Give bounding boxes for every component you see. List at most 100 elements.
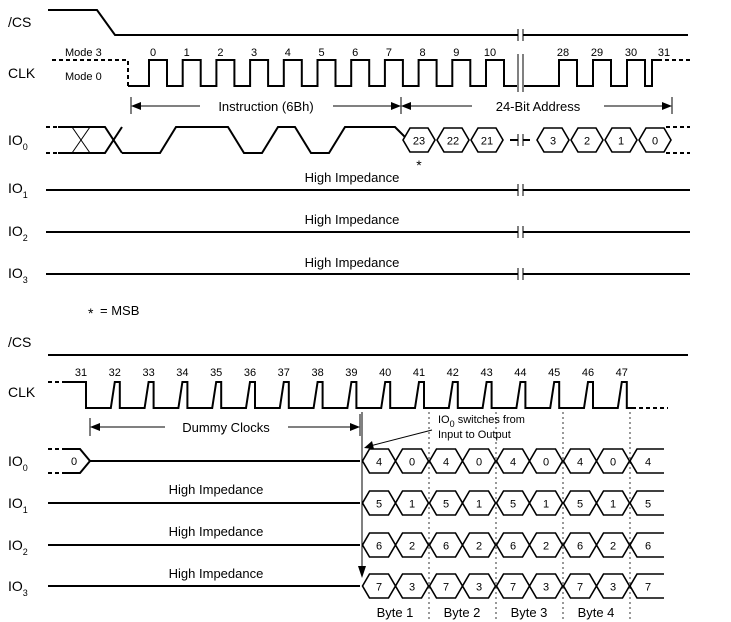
mode3-label: Mode 3 bbox=[65, 47, 102, 59]
output-start-arrow bbox=[358, 412, 366, 578]
top-io2-label: IO2 bbox=[8, 223, 28, 243]
data-bit-hex: 7 bbox=[562, 573, 598, 599]
address-bit-hex: 23 bbox=[402, 127, 436, 153]
top-io3-high-impedance: High Impedance bbox=[305, 255, 400, 270]
data-bit-value: 7 bbox=[645, 582, 651, 594]
msb-marker: * bbox=[416, 157, 422, 173]
data-bit-hex: 2 bbox=[394, 532, 430, 558]
address-bit-hex: 3 bbox=[536, 127, 570, 153]
msb-legend: * = MSB bbox=[88, 303, 139, 321]
bottom-clock-number: 46 bbox=[582, 367, 594, 379]
data-bit-value: 5 bbox=[376, 499, 382, 511]
data-bit-hex: 0 bbox=[394, 448, 430, 474]
data-bit-value: 4 bbox=[645, 457, 651, 469]
bottom-io1-high-impedance: High Impedance bbox=[169, 482, 264, 497]
byte-labels: Byte 1 Byte 2 Byte 3 Byte 4 bbox=[377, 605, 615, 620]
bottom-io2-label: IO2 bbox=[8, 537, 28, 557]
top-cs-waveform bbox=[48, 9, 688, 36]
top-clock-number: 30 bbox=[625, 47, 637, 59]
address-bit-value: 0 bbox=[652, 136, 658, 148]
data-bit-hex: 5 bbox=[495, 490, 531, 516]
data-bit-hex: 7 bbox=[428, 573, 464, 599]
data-bit-value: 6 bbox=[376, 541, 382, 553]
data-bit-tail: 4 bbox=[629, 448, 664, 474]
data-bit-hex: 6 bbox=[562, 532, 598, 558]
byte-1-label: Byte 1 bbox=[377, 605, 414, 620]
top-io1-high-impedance: High Impedance bbox=[305, 170, 400, 185]
top-clock-number: 0 bbox=[150, 47, 156, 59]
data-bit-value: 6 bbox=[510, 541, 516, 553]
byte-4-label: Byte 4 bbox=[578, 605, 615, 620]
bottom-io3-high-impedance: High Impedance bbox=[169, 566, 264, 581]
bottom-clk-label: CLK bbox=[8, 384, 36, 400]
data-bit-hex: 2 bbox=[528, 532, 564, 558]
top-clock-number: 9 bbox=[453, 47, 459, 59]
data-bit-value: 0 bbox=[610, 457, 616, 469]
top-clock-number: 10 bbox=[484, 47, 496, 59]
data-bit-tail: 6 bbox=[629, 532, 664, 558]
io0-switch-note-line2: Input to Output bbox=[438, 429, 511, 441]
bottom-clock-number: 32 bbox=[109, 367, 121, 379]
data-bit-value: 3 bbox=[409, 582, 415, 594]
mode0-label: Mode 0 bbox=[65, 71, 102, 83]
mode3-idle-line bbox=[52, 59, 129, 86]
data-bit-value: 3 bbox=[476, 582, 482, 594]
instruction-label: Instruction (6Bh) bbox=[218, 99, 313, 114]
byte-2-label: Byte 2 bbox=[444, 605, 481, 620]
byte-3-label: Byte 3 bbox=[511, 605, 548, 620]
data-bit-value: 1 bbox=[543, 499, 549, 511]
top-clock-number: 8 bbox=[420, 47, 426, 59]
data-bit-value: 1 bbox=[476, 499, 482, 511]
bottom-clock-number: 34 bbox=[176, 367, 188, 379]
data-bit-hex: 4 bbox=[361, 448, 397, 474]
top-io3-waveform bbox=[46, 268, 690, 280]
data-bit-value: 4 bbox=[577, 457, 583, 469]
data-bit-hex: 0 bbox=[461, 448, 497, 474]
bottom-clock-number: 42 bbox=[447, 367, 459, 379]
data-bit-value: 4 bbox=[443, 457, 449, 469]
top-clock-number: 7 bbox=[386, 47, 392, 59]
data-bit-hex: 6 bbox=[495, 532, 531, 558]
data-bit-value: 2 bbox=[409, 541, 415, 553]
bottom-clock-number: 35 bbox=[210, 367, 222, 379]
data-bit-hex: 5 bbox=[562, 490, 598, 516]
top-clock-number: 5 bbox=[318, 47, 324, 59]
bottom-clock-number: 38 bbox=[311, 367, 323, 379]
data-bit-hex: 1 bbox=[595, 490, 631, 516]
data-bit-hex: 1 bbox=[461, 490, 497, 516]
legend-text: = MSB bbox=[100, 303, 139, 318]
data-bit-value: 5 bbox=[577, 499, 583, 511]
top-io1-waveform bbox=[46, 184, 690, 196]
top-io2-high-impedance: High Impedance bbox=[305, 212, 400, 227]
address-bit-value: 3 bbox=[550, 136, 556, 148]
data-bit-tail: 5 bbox=[629, 490, 664, 516]
address-bit-hex: 0 bbox=[638, 127, 672, 153]
data-bit-hex: 1 bbox=[528, 490, 564, 516]
data-bit-value: 1 bbox=[610, 499, 616, 511]
bottom-cs-label: /CS bbox=[8, 334, 31, 350]
data-bit-value: 5 bbox=[645, 499, 651, 511]
address-bit-value: 1 bbox=[618, 136, 624, 148]
data-bit-hex: 0 bbox=[528, 448, 564, 474]
top-io0-label: IO0 bbox=[8, 132, 28, 152]
bottom-clock-number: 37 bbox=[278, 367, 290, 379]
top-clock-number: 3 bbox=[251, 47, 257, 59]
data-bit-value: 6 bbox=[577, 541, 583, 553]
top-io0-instruction-waveform bbox=[46, 126, 409, 154]
top-clock-number: 1 bbox=[184, 47, 190, 59]
data-bit-hex: 2 bbox=[461, 532, 497, 558]
data-bit-hex: 7 bbox=[361, 573, 397, 599]
top-io1-label: IO1 bbox=[8, 180, 28, 200]
bottom-io0-label: IO0 bbox=[8, 453, 28, 473]
bottom-clock-number: 40 bbox=[379, 367, 391, 379]
bottom-clock-number: 47 bbox=[616, 367, 628, 379]
